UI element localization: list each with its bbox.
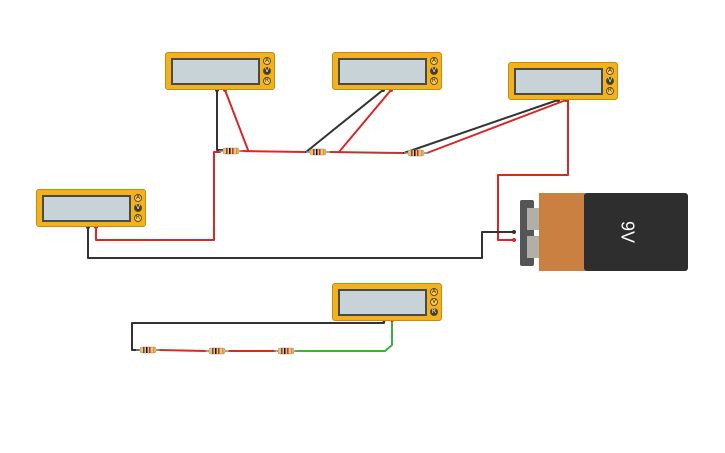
battery-body (584, 193, 688, 271)
mode-v-knob[interactable]: V (263, 67, 271, 75)
wire-red[interactable] (338, 89, 392, 153)
multimeter-2[interactable]: A V R (332, 52, 442, 90)
mode-v-knob[interactable]: V (134, 204, 142, 212)
wire-red[interactable] (497, 99, 569, 241)
mode-r-knob[interactable]: R (134, 214, 142, 222)
wire-black[interactable] (305, 89, 384, 153)
mode-v-knob[interactable]: V (430, 298, 438, 306)
mode-a-knob[interactable]: A (430, 57, 438, 65)
mode-a-knob[interactable]: A (134, 194, 142, 202)
wire-red[interactable] (95, 151, 221, 241)
multimeter-5[interactable]: A V R (332, 283, 442, 321)
multimeter-display (171, 58, 260, 85)
battery-voltage-label: 9V (617, 221, 637, 243)
resistor[interactable] (219, 147, 243, 155)
battery-9v[interactable]: 9V (520, 193, 688, 271)
multimeter-display (338, 58, 427, 85)
wire-red[interactable] (157, 349, 207, 352)
wire-black[interactable] (131, 319, 385, 351)
mode-v-knob[interactable]: V (606, 77, 614, 85)
mode-r-knob[interactable]: R (606, 87, 614, 95)
battery-terminals (512, 230, 516, 242)
mode-a-knob[interactable]: A (430, 288, 438, 296)
multimeter-4[interactable]: A V R (36, 189, 146, 227)
mode-r-knob[interactable]: R (430, 308, 438, 316)
multimeter-display (42, 195, 131, 222)
mode-v-knob[interactable]: V (430, 67, 438, 75)
wire-red[interactable] (240, 150, 306, 153)
wire-green[interactable] (295, 319, 393, 352)
wire-black[interactable] (403, 99, 559, 154)
mode-a-knob[interactable]: A (263, 57, 271, 65)
battery-label-band (539, 193, 586, 271)
resistor[interactable] (274, 347, 298, 355)
resistor[interactable] (205, 347, 229, 355)
resistor[interactable] (404, 149, 428, 157)
mode-r-knob[interactable]: R (263, 77, 271, 85)
mode-r-knob[interactable]: R (430, 77, 438, 85)
wire-red[interactable] (224, 89, 249, 151)
resistor[interactable] (136, 346, 160, 354)
mode-a-knob[interactable]: A (606, 67, 614, 75)
wire-black[interactable] (216, 89, 224, 151)
wire-red[interactable] (329, 151, 405, 154)
wire-red[interactable] (426, 99, 567, 154)
multimeter-3[interactable]: A V R (508, 62, 618, 100)
resistor[interactable] (306, 148, 330, 156)
multimeter-1[interactable]: A V R (165, 52, 275, 90)
multimeter-display (338, 289, 427, 316)
wire-black[interactable] (87, 226, 515, 259)
multimeter-display (514, 68, 603, 95)
